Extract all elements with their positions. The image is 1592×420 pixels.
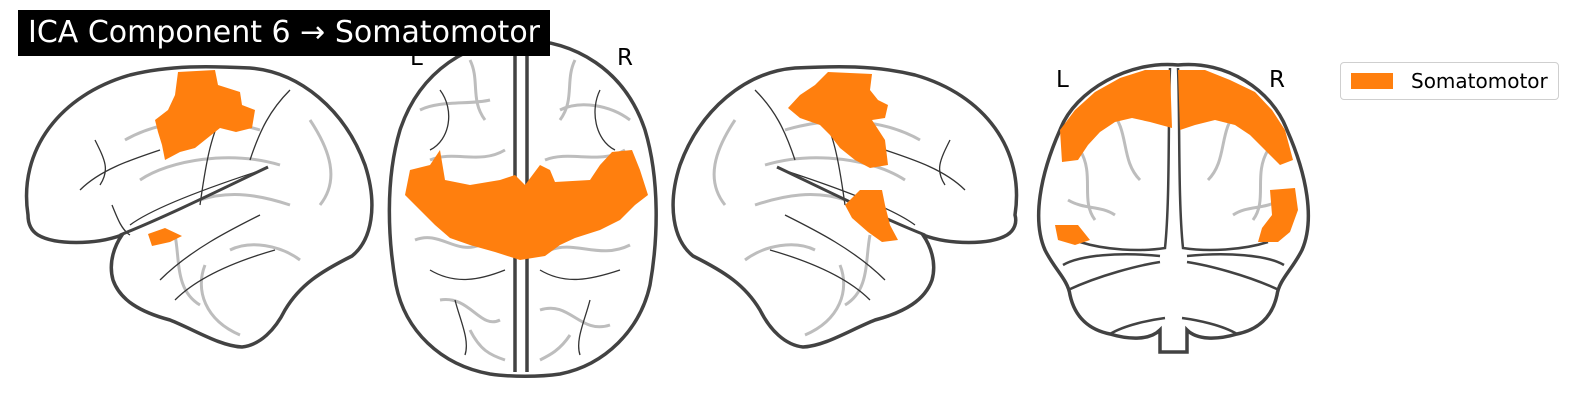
axial-right-label: R (617, 45, 633, 71)
sagittal-right-activation (788, 72, 898, 242)
axial-view (387, 38, 658, 378)
legend-swatch (1351, 73, 1393, 89)
coronal-right-label: R (1269, 67, 1285, 93)
sagittal-left-view (24, 64, 374, 349)
axial-outline (387, 38, 658, 378)
sagittal-left-sulci (79, 89, 291, 301)
legend-label: Somatomotor (1411, 69, 1548, 93)
sagittal-right-lateral-fissure (776, 165, 926, 237)
coronal-folds (1067, 108, 1281, 221)
coronal-inner-lines (1062, 67, 1285, 336)
axial-left-label: L (410, 45, 423, 71)
legend: Somatomotor (1340, 62, 1559, 100)
figure-title: ICA Component 6 → Somatomotor (18, 10, 551, 56)
sagittal-left-lateral-fissure (119, 165, 269, 237)
coronal-view (1036, 62, 1311, 354)
sagittal-left-activation (148, 70, 255, 246)
coronal-left-label: L (1056, 67, 1069, 93)
sagittal-right-view (671, 64, 1019, 349)
coronal-outline (1036, 62, 1311, 354)
sagittal-left-folds (124, 119, 333, 337)
axial-activation (405, 150, 648, 260)
coronal-activation (1055, 70, 1298, 245)
